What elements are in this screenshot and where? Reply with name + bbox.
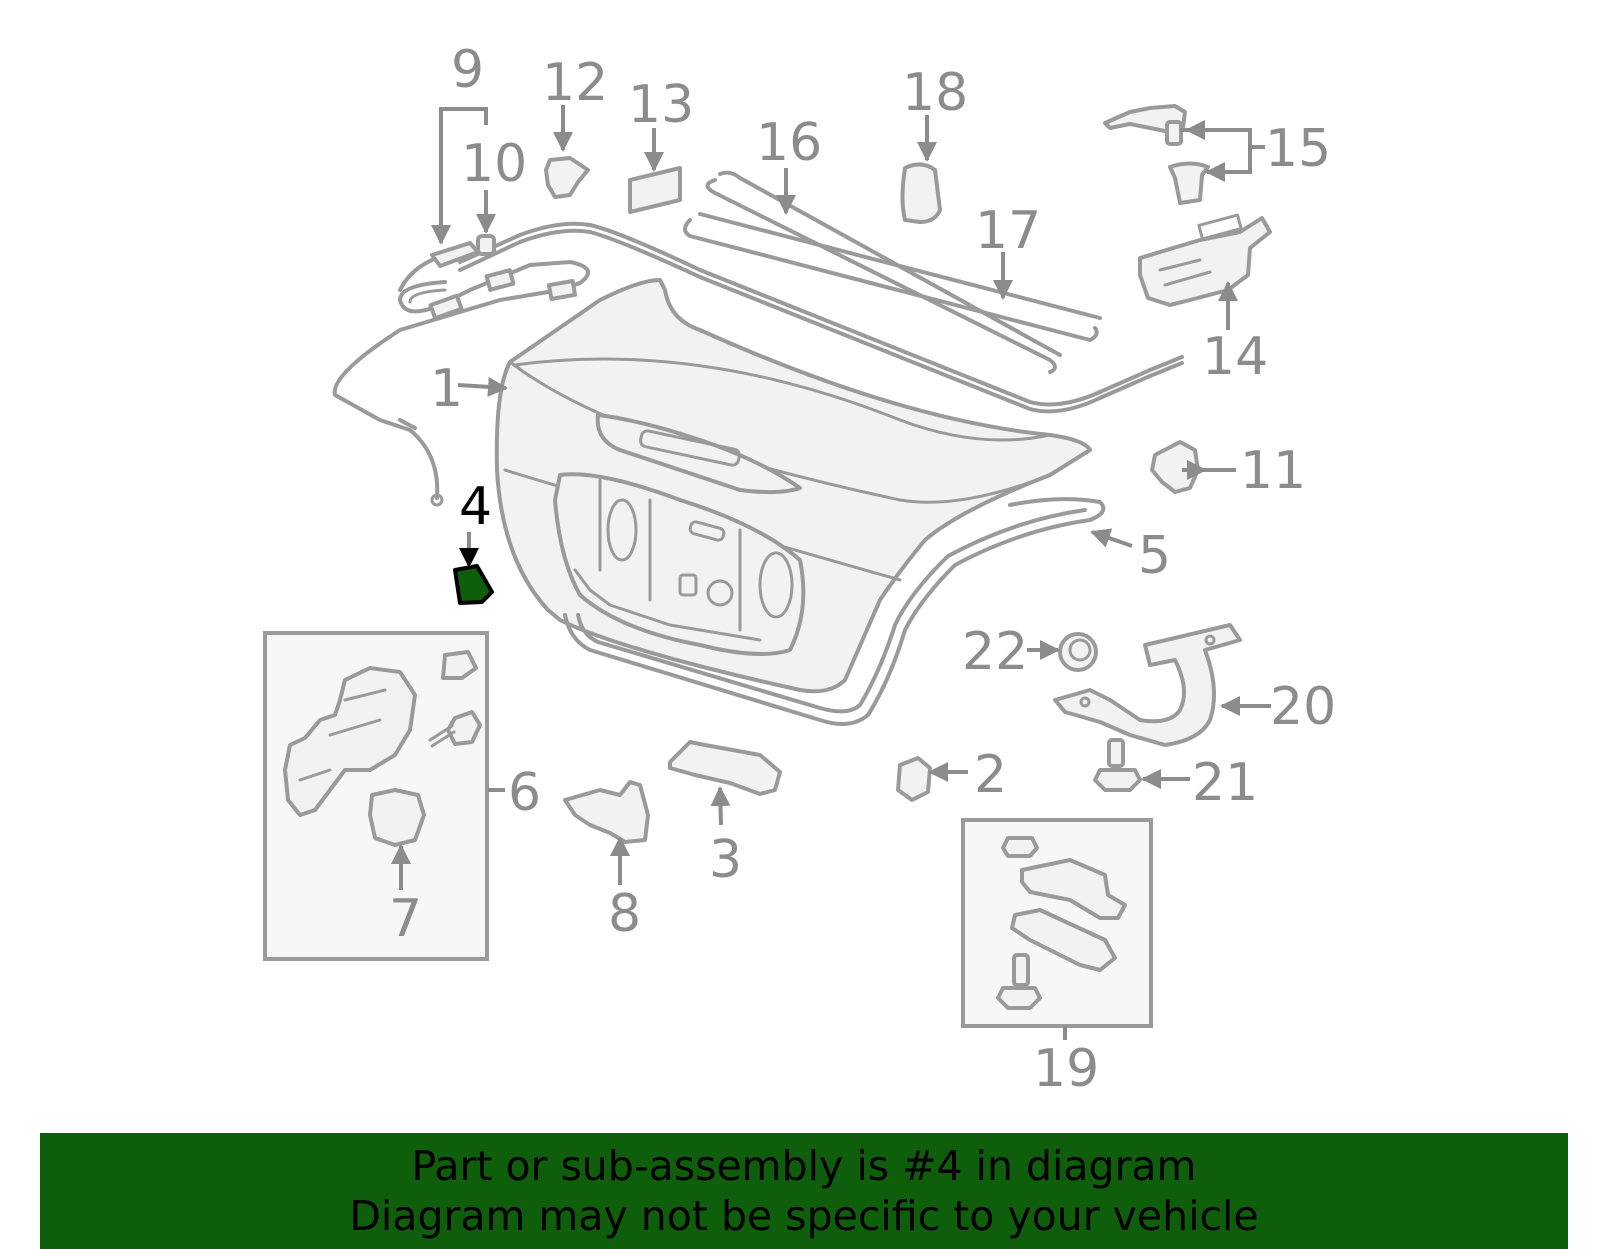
label-12: 12: [542, 53, 608, 113]
part-1-trunk-lid: [494, 278, 1092, 694]
label-18: 18: [902, 63, 968, 123]
part-19-box: [961, 818, 1153, 1028]
label-17: 17: [975, 201, 1041, 261]
part-12: [544, 156, 590, 199]
part-21-bolt: [1093, 738, 1142, 792]
label-13: 13: [628, 75, 694, 135]
info-banner: Part or sub-assembly is #4 in diagram Di…: [40, 1133, 1568, 1249]
part-14-latch: [1138, 213, 1272, 307]
label-8: 8: [608, 884, 641, 944]
banner-line-disclaimer: Diagram may not be specific to your vehi…: [349, 1192, 1259, 1240]
label-20: 20: [1270, 677, 1336, 737]
label-7: 7: [389, 889, 422, 949]
label-21: 21: [1192, 753, 1258, 813]
part-6-box: [263, 631, 489, 961]
label-10: 10: [461, 134, 527, 194]
label-5: 5: [1138, 526, 1171, 586]
leader-lines: [391, 105, 1271, 1040]
part-18: [900, 162, 942, 224]
label-11: 11: [1240, 441, 1306, 501]
label-2: 2: [974, 745, 1007, 805]
part-15: [1103, 104, 1210, 205]
label-9: 9: [451, 40, 484, 100]
part-11: [1150, 440, 1200, 494]
label-16: 16: [756, 113, 822, 173]
label-6: 6: [508, 763, 541, 823]
part-20-hinge: [1053, 623, 1242, 747]
label-22: 22: [962, 622, 1028, 682]
part-13: [628, 166, 682, 214]
part-8: [563, 780, 650, 844]
label-19: 19: [1033, 1039, 1099, 1099]
part-4-highlighted: [453, 564, 494, 605]
label-1: 1: [430, 359, 463, 419]
label-4: 4: [459, 477, 492, 537]
part-9-cable-end: [398, 234, 496, 292]
label-3: 3: [709, 830, 742, 890]
release-cable: [332, 221, 1184, 507]
part-16-support-rod: [705, 170, 1062, 374]
part-22: [1058, 632, 1098, 672]
part-5-weatherstrip: [563, 497, 1106, 726]
label-14: 14: [1202, 327, 1268, 387]
part-3: [668, 740, 782, 796]
part-17-torsion-bar: [683, 212, 1102, 342]
label-15: 15: [1265, 119, 1331, 179]
part-2: [896, 756, 932, 802]
callout-labels: 1 2 3 4 5 6 7 8 9 10 11 12 13 14 15 16 1…: [389, 40, 1336, 1099]
banner-line-part-info: Part or sub-assembly is #4 in diagram: [411, 1142, 1197, 1190]
